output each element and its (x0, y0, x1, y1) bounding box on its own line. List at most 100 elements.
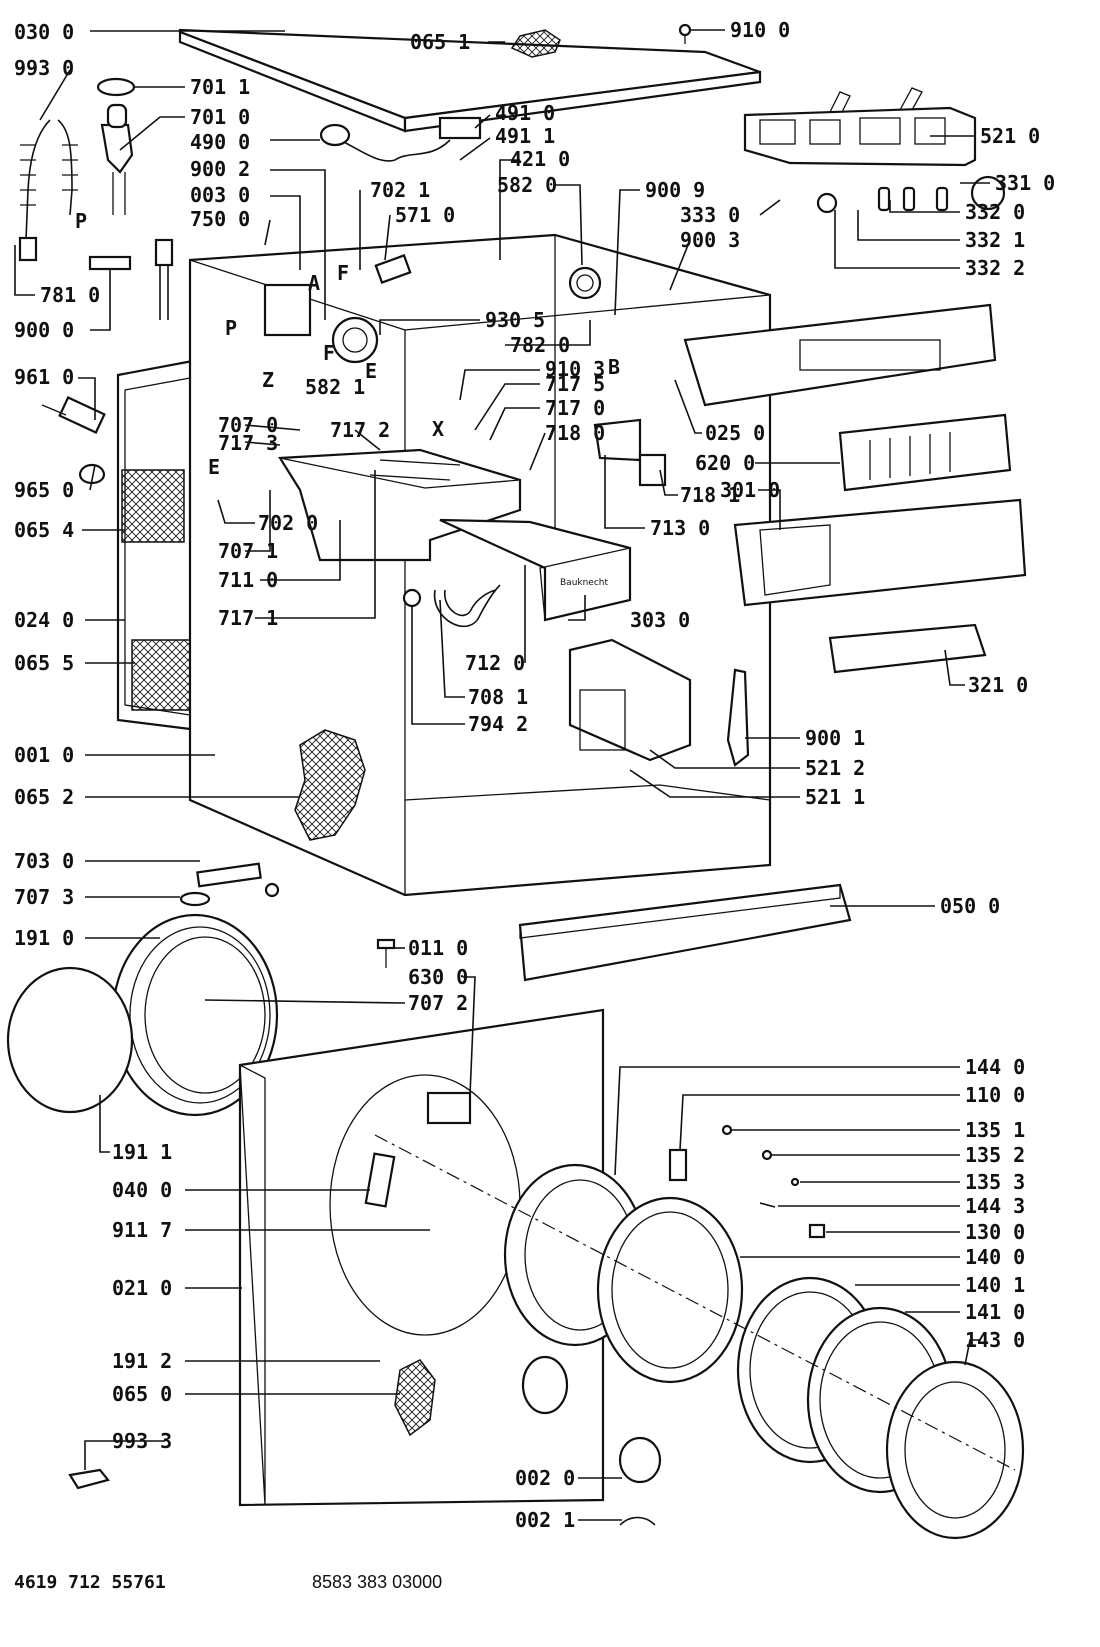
label-582-0: 582 0 (497, 173, 557, 197)
front-cabinet-panel (238, 1008, 605, 1507)
label-717-5: 717 5 (545, 372, 605, 396)
label-900-9: 900 9 (645, 178, 705, 202)
label-024-0: 024 0 (14, 608, 74, 632)
panel-sticker (828, 623, 987, 674)
electronic-board (838, 413, 1012, 492)
label-718-0: 718 0 (545, 421, 605, 445)
svg-text:Bauknecht: Bauknecht (560, 578, 608, 588)
label-794-2: 794 2 (468, 712, 528, 736)
mains-cable (319, 123, 451, 162)
relay (638, 453, 667, 487)
label-050-0: 050 0 (940, 894, 1000, 918)
label-702-1: 702 1 (370, 178, 430, 202)
marker-p-bracket: P (225, 316, 237, 340)
label-030-0: 030 0 (14, 20, 74, 44)
control-panel-frame (683, 303, 997, 407)
label-025-0: 025 0 (705, 421, 765, 445)
label-332-1: 332 1 (965, 228, 1025, 252)
insulation-side-upper (121, 469, 185, 543)
label-490-0: 490 0 (190, 130, 250, 154)
shock-absorber (41, 396, 106, 434)
label-930-5: 930 5 (485, 308, 545, 332)
label-717-1: 717 1 (218, 606, 278, 630)
label-303-0: 303 0 (630, 608, 690, 632)
label-717-3: 717 3 (218, 431, 278, 455)
label-331-0: 331 0 (995, 171, 1055, 195)
label-718-1: 718 1 (680, 483, 740, 507)
label-421-0: 421 0 (510, 147, 570, 171)
label-717-0: 717 0 (545, 396, 605, 420)
label-571-0: 571 0 (395, 203, 455, 227)
hose-clamp (88, 255, 132, 271)
drum-cover (6, 966, 134, 1114)
door-axis-line (374, 1134, 1016, 1471)
front-panel (733, 498, 1027, 607)
label-707-3: 707 3 (14, 885, 74, 909)
label-713-0: 713 0 (650, 516, 710, 540)
label-993-3: 993 3 (112, 1429, 172, 1453)
programme-knob (970, 175, 1006, 211)
label-143-0: 143 0 (965, 1328, 1025, 1352)
label-332-2: 332 2 (965, 256, 1025, 280)
label-321-0: 321 0 (968, 673, 1028, 697)
label-961-0: 961 0 (14, 365, 74, 389)
marker-z: Z (262, 368, 274, 392)
label-065-4: 065 4 (14, 518, 74, 542)
hinge (726, 668, 750, 767)
solenoid-valve (374, 254, 412, 284)
label-701-0: 701 0 (190, 105, 250, 129)
label-135-2: 135 2 (965, 1143, 1025, 1167)
label-781-0: 781 0 (40, 283, 100, 307)
marker-e-pipe: E (208, 455, 220, 479)
service-tool (68, 1468, 110, 1490)
label-701-1: 701 1 (190, 75, 250, 99)
label-782-0: 782 0 (510, 333, 570, 357)
label-521-2: 521 2 (805, 756, 865, 780)
label-003-0: 003 0 (190, 183, 250, 207)
label-333-0: 333 0 (680, 203, 740, 227)
filter-cap (618, 1436, 662, 1484)
footer-codes: 4619 712 55761 8583 383 03000 (14, 1572, 442, 1593)
insulation-side-lower (131, 639, 191, 711)
filter-gasket (619, 1516, 656, 1526)
label-065-5: 065 5 (14, 651, 74, 675)
label-521-1: 521 1 (805, 785, 865, 809)
label-900-0: 900 0 (14, 318, 74, 342)
label-144-3: 144 3 (965, 1194, 1025, 1218)
side-panel (116, 358, 200, 732)
label-001-0: 001 0 (14, 743, 74, 767)
label-910-0: 910 0 (730, 18, 790, 42)
footer-code-center: 8583 383 03000 (312, 1572, 442, 1592)
label-135-1: 135 1 (965, 1118, 1025, 1142)
label-708-1: 708 1 (468, 685, 528, 709)
label-711-0: 711 0 (218, 568, 278, 592)
washer-cap (96, 77, 136, 97)
label-993-0: 993 0 (14, 56, 74, 80)
label-144-0: 144 0 (965, 1055, 1025, 1079)
siphon-hose (433, 584, 501, 627)
label-021-0: 021 0 (112, 1276, 172, 1300)
label-965-0: 965 0 (14, 478, 74, 502)
heater-element (568, 638, 692, 762)
label-707-1: 707 1 (218, 539, 278, 563)
label-911-7: 911 7 (112, 1218, 172, 1242)
water-inlet-valve (100, 103, 134, 215)
label-141-0: 141 0 (965, 1300, 1025, 1324)
pipe (196, 862, 280, 898)
label-191-2: 191 2 (112, 1349, 172, 1373)
label-620-0: 620 0 (695, 451, 755, 475)
label-707-0: 707 0 (218, 413, 278, 437)
label-110-0: 110 0 (965, 1083, 1025, 1107)
door-handle (668, 1148, 688, 1182)
label-702-0: 702 0 (258, 511, 318, 535)
label-140-1: 140 1 (965, 1273, 1025, 1297)
label-191-0: 191 0 (14, 926, 74, 950)
supply-hose (18, 119, 78, 262)
label-707-2: 707 2 (408, 991, 468, 1015)
letter-markers: A F F P P Z E E X B (75, 209, 620, 479)
label-900-3: 900 3 (680, 228, 740, 252)
dispenser-drawer: Bauknecht (439, 518, 632, 622)
door-hinge-mount (364, 1152, 396, 1208)
label-002-0: 002 0 (515, 1466, 575, 1490)
